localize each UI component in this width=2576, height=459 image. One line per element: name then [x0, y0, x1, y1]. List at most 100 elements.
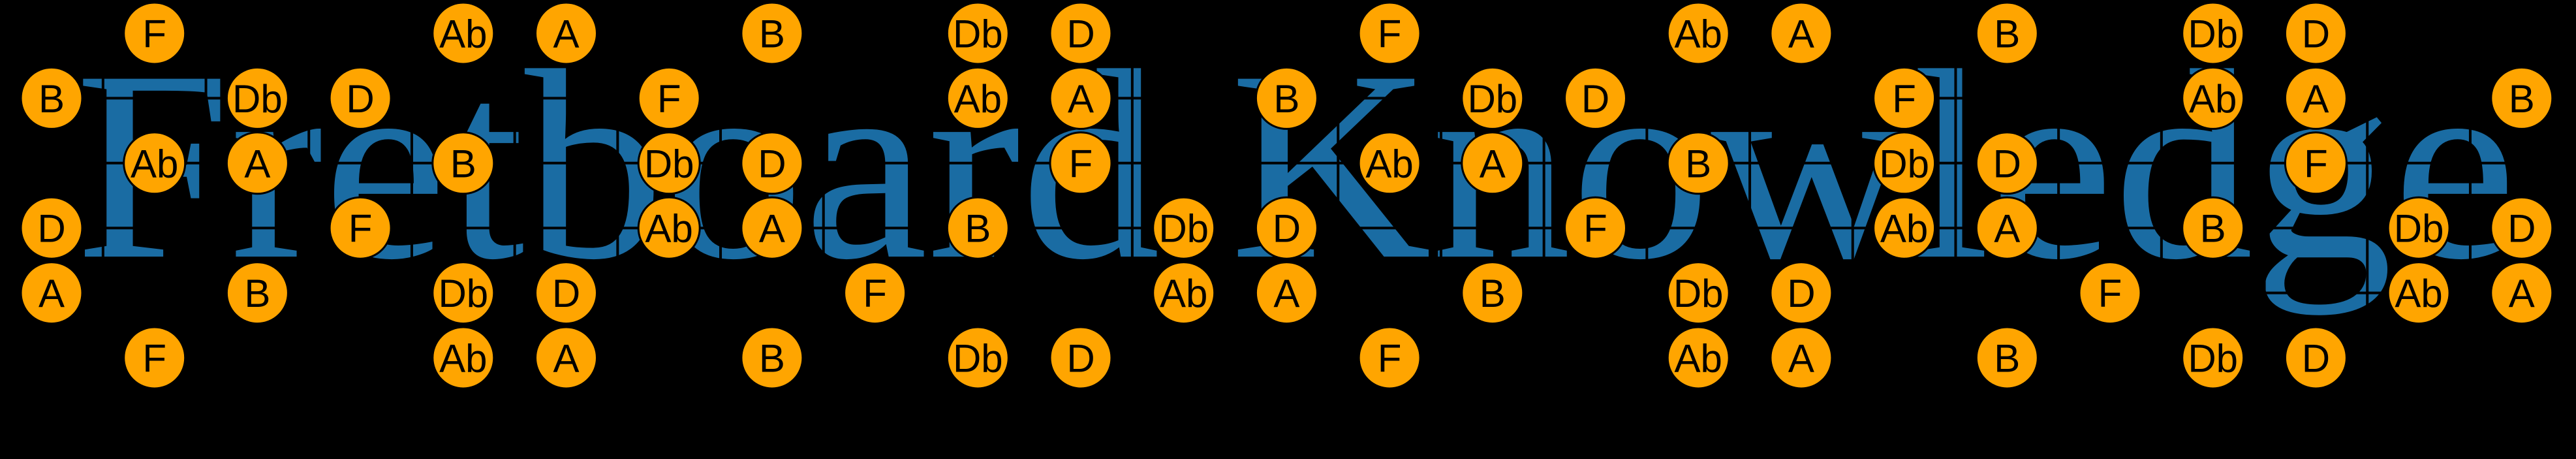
note-label: D: [37, 207, 65, 251]
note-dot: [2181, 196, 2245, 260]
note-dot: [2181, 66, 2245, 130]
note-dot: [431, 131, 495, 195]
note-label: Ab: [1160, 272, 1207, 315]
note-circle: Db: [1152, 196, 1216, 260]
note-circle: Ab: [637, 196, 701, 260]
note-dot: [1461, 261, 1525, 325]
note-label: Db: [953, 337, 1003, 381]
note-dot: [1049, 326, 1113, 390]
note-label: A: [2303, 77, 2329, 121]
note-circle: A: [740, 196, 804, 260]
note-circle: Ab: [946, 66, 1010, 130]
note-circle: F: [1358, 1, 1421, 65]
note-dot: [2181, 1, 2245, 65]
note-label: Db: [1879, 142, 1929, 185]
note-label: D: [2302, 337, 2330, 381]
note-circle: A: [1461, 131, 1525, 195]
note-label: Db: [2188, 337, 2238, 381]
note-dot: [1254, 261, 1318, 325]
note-circle: F: [1358, 326, 1421, 390]
note-dot: [225, 261, 289, 325]
note-label: F: [863, 272, 887, 315]
note-circle: A: [2490, 261, 2554, 325]
note-circle: B: [1461, 261, 1525, 325]
note-dot: [225, 131, 289, 195]
note-circle: Ab: [2387, 261, 2451, 325]
note-circle: Db: [431, 261, 495, 325]
note-label: D: [1581, 77, 1609, 121]
note-label: Ab: [131, 142, 178, 185]
note-label: D: [2507, 207, 2536, 251]
note-dot: [1872, 66, 1936, 130]
note-dot: [328, 196, 392, 260]
note-label: Ab: [439, 12, 487, 56]
note-label: A: [1994, 207, 2020, 251]
note-circle: B: [740, 326, 804, 390]
note-circle: Ab: [431, 326, 495, 390]
note-dot: [1769, 326, 1833, 390]
note-circle: Db: [1461, 66, 1525, 130]
note-circle: Db: [946, 1, 1010, 65]
note-dot: [123, 1, 187, 65]
note-label: Ab: [1675, 12, 1722, 56]
note-dot: [20, 261, 84, 325]
note-circle: D: [2284, 326, 2348, 390]
note-dot: [1666, 261, 1730, 325]
note-label: A: [1068, 77, 1094, 121]
note-label: B: [1994, 12, 2020, 56]
note-circle: Db: [1666, 261, 1730, 325]
note-dot: [20, 196, 84, 260]
note-label: B: [759, 337, 785, 381]
note-circle: D: [1769, 261, 1833, 325]
note-dot: [740, 131, 804, 195]
note-dot: [535, 261, 598, 325]
note-circle: Ab: [1666, 326, 1730, 390]
note-label: F: [657, 77, 681, 121]
note-dot: [946, 66, 1010, 130]
note-dot: [431, 1, 495, 65]
note-circle: A: [1254, 261, 1318, 325]
note-label: Db: [2188, 12, 2238, 56]
note-dot: [1564, 66, 1627, 130]
note-label: F: [1069, 142, 1093, 185]
note-dot: [1152, 261, 1216, 325]
note-label: B: [1994, 337, 2020, 381]
note-label: F: [1378, 12, 1402, 56]
note-label: F: [1378, 337, 1402, 381]
note-dot: [1975, 196, 2039, 260]
note-circle: B: [20, 66, 84, 130]
note-label: F: [2304, 142, 2328, 185]
note-dot: [740, 326, 804, 390]
note-label: D: [758, 142, 786, 185]
note-circle: Ab: [2181, 66, 2245, 130]
note-circle: B: [1975, 326, 2039, 390]
note-circle: A: [1975, 196, 2039, 260]
note-circle: B: [2490, 66, 2554, 130]
note-dot: [2284, 66, 2348, 130]
note-dot: [123, 131, 187, 195]
note-label: Db: [1158, 207, 1209, 251]
note-circle: D: [1254, 196, 1318, 260]
note-label: A: [39, 272, 65, 315]
note-label: Db: [232, 77, 283, 121]
note-dot: [1461, 66, 1525, 130]
note-circle: F: [1049, 131, 1113, 195]
note-label: F: [2098, 272, 2122, 315]
note-circle: B: [1666, 131, 1730, 195]
note-label: Ab: [954, 77, 1002, 121]
note-dot: [1049, 66, 1113, 130]
note-label: Ab: [1880, 207, 1928, 251]
note-label: Ab: [2189, 77, 2237, 121]
note-circle: B: [1975, 1, 2039, 65]
note-circle: Db: [1872, 131, 1936, 195]
note-circle: Ab: [1666, 1, 1730, 65]
note-dot: [535, 1, 598, 65]
note-circle: Db: [2387, 196, 2451, 260]
note-label: B: [450, 142, 476, 185]
note-dot: [2490, 261, 2554, 325]
note-circle: A: [2284, 66, 2348, 130]
note-label: A: [1788, 337, 1814, 381]
note-dot: [225, 66, 289, 130]
note-dot: [1254, 66, 1318, 130]
